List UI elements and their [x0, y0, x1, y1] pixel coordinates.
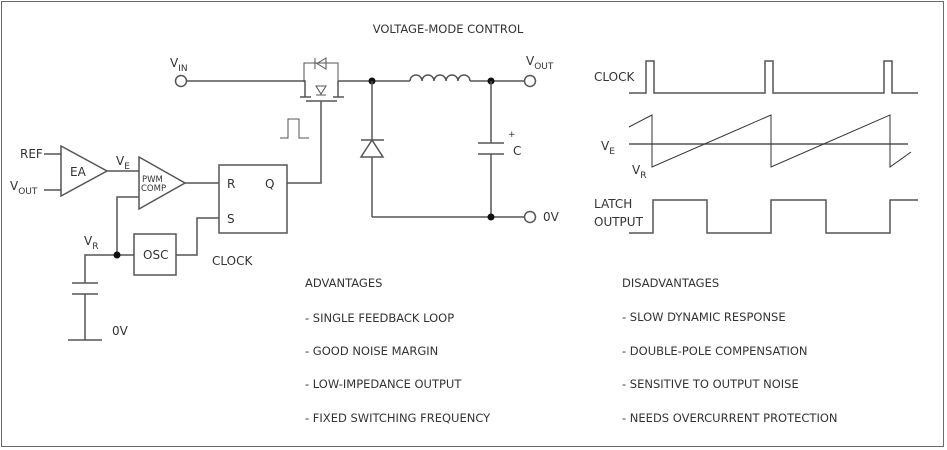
ground-junction — [487, 213, 495, 221]
error-amplifier — [60, 144, 109, 198]
freewheel-diode-icon — [359, 81, 385, 217]
vout-label: VOUT — [526, 54, 554, 72]
oscillator — [133, 233, 177, 276]
ramp-ground-label: 0V — [112, 324, 129, 338]
advantage-item: - FIXED SWITCHING FREQUENCY — [305, 411, 491, 425]
output-capacitor-icon — [478, 81, 504, 217]
ground-terminal — [523, 210, 537, 224]
latch-r-label: R — [227, 177, 235, 191]
disadvantage-item: - NEEDS OVERCURRENT PROTECTION — [622, 411, 838, 425]
capacitor-label: C — [513, 144, 521, 158]
clock-wire — [176, 217, 219, 256]
disadvantage-item: - SLOW DYNAMIC RESPONSE — [622, 310, 786, 324]
pwm-label: PWM — [142, 175, 163, 185]
vin-label: VIN — [170, 56, 188, 74]
diagram-title: VOLTAGE-MODE CONTROL — [373, 22, 524, 36]
capacitor-polarity: + — [508, 130, 516, 140]
wave-latch-label-1: LATCH — [594, 197, 632, 211]
timing-waveforms: CLOCK VE VR LATCH OUTPUT — [594, 60, 918, 234]
advantage-item: - LOW-IMPEDANCE OUTPUT — [305, 377, 462, 391]
rs-latch — [218, 164, 288, 234]
wave-clock-label: CLOCK — [594, 70, 635, 84]
clock-waveform — [629, 60, 918, 94]
advantage-item: - GOOD NOISE MARGIN — [305, 344, 438, 358]
ramp-capacitor-icon — [68, 282, 102, 341]
vin-terminal — [174, 74, 188, 88]
wave-vr-label: VR — [632, 163, 646, 181]
latch-s-label: S — [227, 212, 235, 226]
advantage-item: - SINGLE FEEDBACK LOOP — [305, 311, 454, 325]
power-stage: VIN VOUT — [170, 54, 560, 224]
disadvantage-item: - DOUBLE-POLE COMPENSATION — [622, 344, 808, 358]
vr-wire — [84, 254, 134, 283]
vr-to-comp-wire — [116, 196, 139, 255]
wave-latch-label-2: OUTPUT — [594, 215, 644, 229]
vr-junction — [113, 251, 121, 259]
ramp-waveform — [628, 114, 912, 168]
disadvantages-list: DISADVANTAGES - SLOW DYNAMIC RESPONSE - … — [622, 276, 838, 425]
osc-label: OSC — [143, 248, 168, 262]
ground-label: 0V — [543, 210, 560, 224]
advantages-heading: ADVANTAGES — [305, 276, 382, 290]
ea-label: EA — [70, 165, 87, 179]
pwm-comparator — [138, 155, 187, 211]
wave-ve-label: VE — [601, 139, 615, 157]
inductor-icon — [409, 74, 471, 82]
ve-label: VE — [116, 154, 130, 172]
mosfet-switch-icon — [300, 57, 344, 182]
comp-label: COMP — [141, 184, 166, 194]
disadvantages-heading: DISADVANTAGES — [622, 276, 719, 290]
q-to-gate-wire — [287, 182, 322, 184]
vout-terminal — [523, 74, 537, 88]
latch-q-label: Q — [265, 177, 274, 191]
disadvantage-item: - SENSITIVE TO OUTPUT NOISE — [622, 377, 799, 391]
advantages-list: ADVANTAGES - SINGLE FEEDBACK LOOP - GOOD… — [305, 276, 491, 425]
clock-label: CLOCK — [212, 254, 253, 268]
control-loop: REF VOUT EA VE PWM COMP R S Q OSC CLOCK … — [10, 144, 322, 341]
vr-label: VR — [84, 234, 98, 252]
ref-label: REF — [20, 147, 43, 161]
ea-vout-label: VOUT — [10, 179, 38, 197]
gate-pulse-icon — [280, 118, 309, 139]
latch-output-waveform — [629, 199, 918, 234]
